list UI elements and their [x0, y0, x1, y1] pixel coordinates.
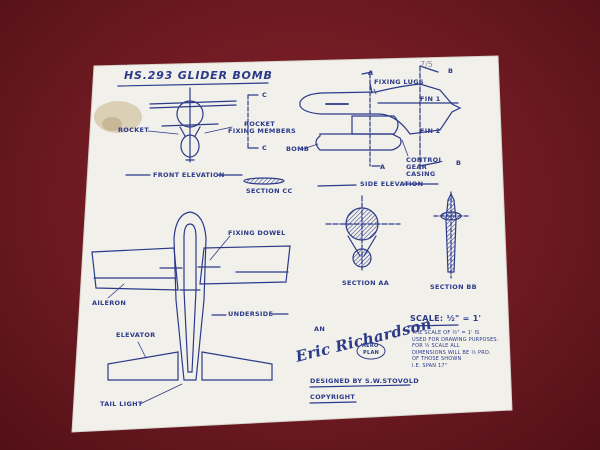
label-rocket: ROCKET: [118, 126, 150, 134]
heading-section-cc: SECTION CC: [246, 187, 293, 195]
label-c-top: C: [262, 91, 268, 99]
signature-prefix: AN: [314, 325, 326, 333]
section-aa-drawing: [325, 195, 401, 271]
label-aileron: AILERON: [92, 299, 127, 307]
label-elevator: ELEVATOR: [116, 331, 156, 339]
label-control-2: GEAR: [406, 163, 428, 171]
label-a-top: A: [368, 69, 374, 77]
underside-drawing: [91, 211, 291, 405]
label-fixing-lugs: FIXING LUGS: [374, 78, 424, 86]
section-bb-drawing: [433, 191, 469, 279]
label-control-3: CASING: [406, 170, 436, 178]
badge-line1: AERO: [362, 343, 379, 349]
heading-section-aa: SECTION AA: [342, 279, 390, 287]
label-bomb: BOMB: [286, 145, 310, 153]
badge-line2: PLAN: [363, 350, 380, 356]
pencil-mark: 7/5: [420, 60, 433, 69]
heading-side-elevation: SIDE ELEVATION: [360, 180, 424, 188]
label-tail-light: TAIL LIGHT: [100, 400, 143, 408]
label-fixing-dowel: FIXING DOWEL: [228, 229, 286, 237]
label-b-bottom: B: [456, 159, 462, 167]
designed-by: DESIGNED BY S.W.STOVOLD: [310, 377, 419, 385]
heading-underside: UNDERSIDE: [228, 310, 274, 318]
side-elevation-drawing: [299, 65, 462, 171]
heading-section-bb: SECTION BB: [430, 283, 477, 291]
label-a-bottom: A: [380, 163, 386, 171]
water-stain: [94, 101, 142, 133]
label-rocket-fixing-2: FIXING MEMBERS: [228, 127, 296, 135]
heading-front-elevation: FRONT ELEVATION: [153, 171, 225, 179]
label-control-1: CONTROL: [406, 156, 443, 164]
aero-plan-badge: [356, 342, 386, 360]
label-rocket-fixing-1: ROCKET: [244, 120, 276, 128]
label-fin2: FIN 2: [420, 127, 441, 135]
copyright: COPYRIGHT: [310, 393, 356, 401]
front-elevation-drawing: [147, 87, 259, 163]
section-cc-shape: [243, 177, 285, 185]
scale-label: SCALE: ½" = 1': [410, 314, 482, 323]
label-fin1: FIN 1: [420, 95, 441, 103]
scale-note: THE SCALE OF ½" = 1' IS USED FOR DRAWING…: [412, 330, 499, 369]
label-c-bottom: C: [262, 144, 268, 152]
label-b-top: B: [448, 67, 454, 75]
drawing-title: HS.293 GLIDER BOMB: [124, 69, 273, 82]
